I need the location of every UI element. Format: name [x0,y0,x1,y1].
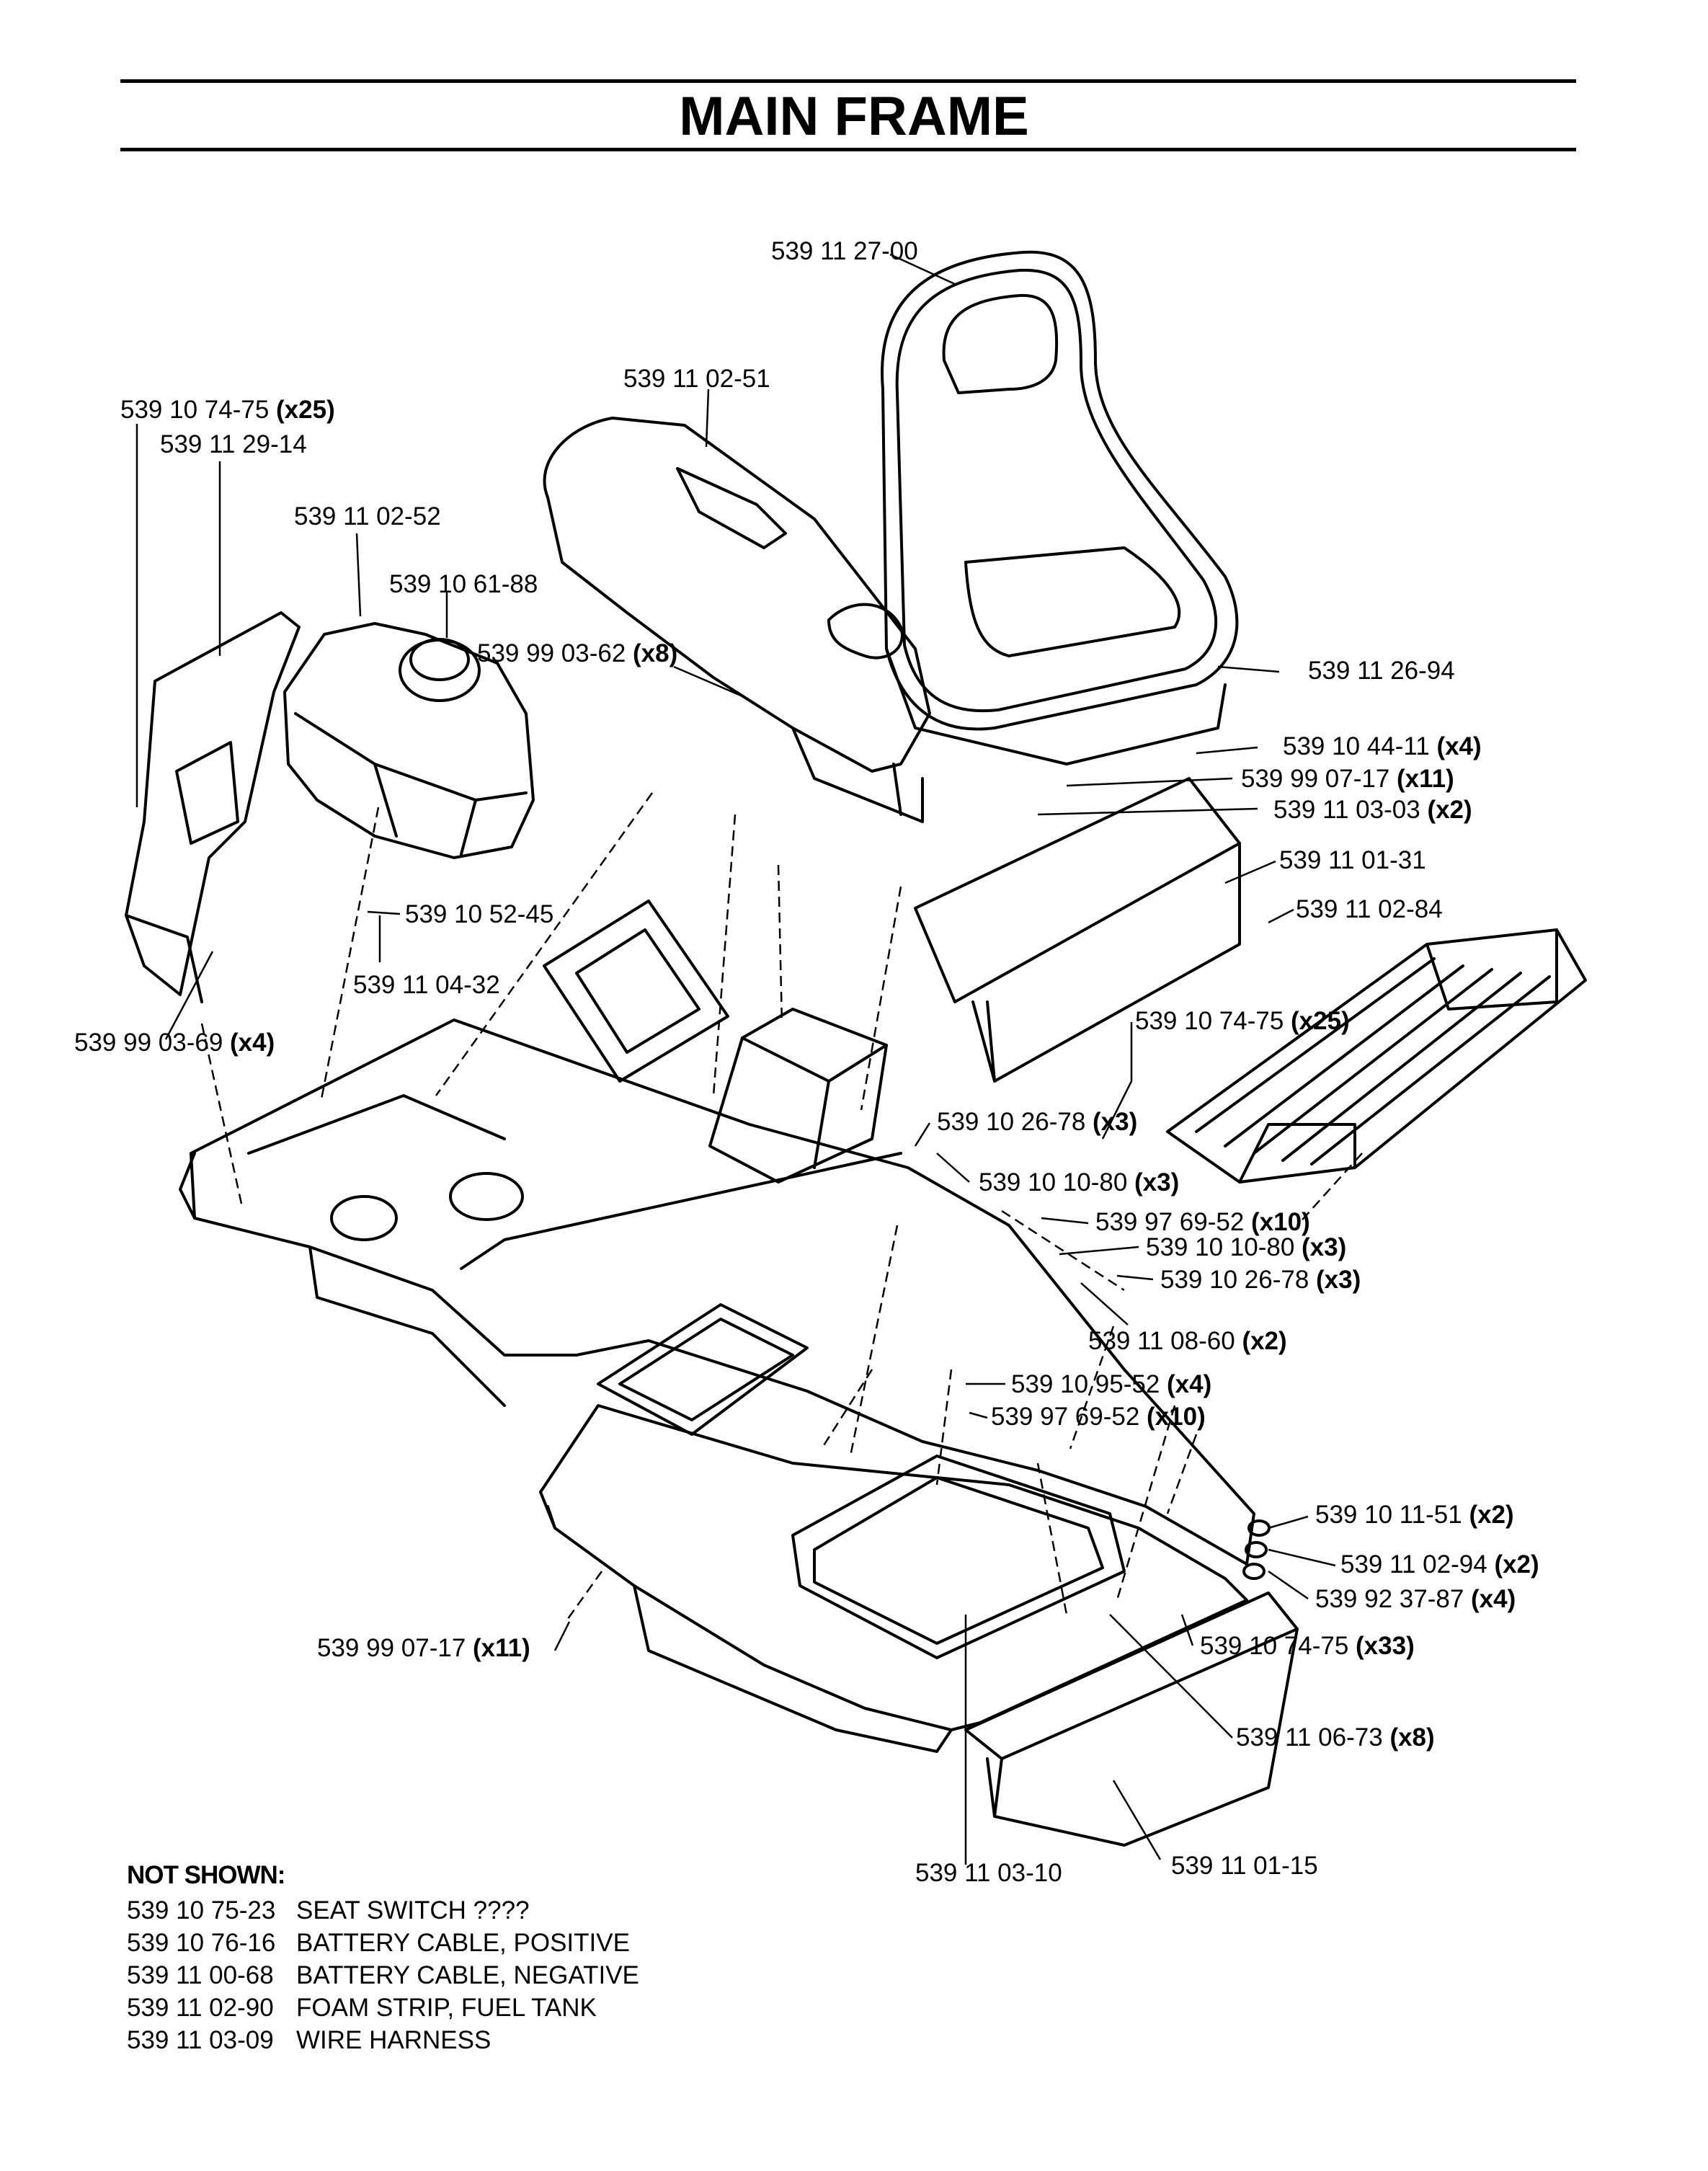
not-shown-item: 539 11 00-68 BATTERY CABLE, NEGATIVE [127,1959,639,1992]
not-shown-part: 539 10 75-23 [127,1896,276,1924]
not-shown-desc: BATTERY CABLE, NEGATIVE [296,1961,639,1989]
callout-rivet-a: 539 97 69-52 (x10) [1095,1208,1310,1236]
page-title: MAIN FRAME [679,86,1029,147]
main-frame-illustration [179,1018,1255,1566]
not-shown-item: 539 10 76-16 BATTERY CABLE, POSITIVE [127,1927,639,1959]
callout-grommet: 539 10 52-45 [405,900,553,928]
callout-main-frame: 539 11 03-10 [915,1859,1062,1887]
callout-fuel-tank: 539 11 02-52 [294,502,441,530]
callout-valve: 539 11 04-32 [353,971,500,999]
not-shown-desc: WIRE HARNESS [296,2026,492,2054]
not-shown-part: 539 10 76-16 [127,1929,276,1957]
callout-fuel-cap: 539 10 61-88 [389,570,538,598]
not-shown-desc: SEAT SWITCH ???? [296,1896,530,1924]
callout-seat-plate: 539 11 01-31 [1279,846,1426,874]
not-shown-part: 539 11 02-90 [127,1994,274,2022]
callout-bolt-b: 539 10 74-75 (x25) [1135,1007,1350,1035]
fuel-tank-illustration [283,622,535,859]
callout-screw-fender: 539 99 03-69 (x4) [74,1029,275,1057]
callout-console: 539 11 02-51 [623,365,770,393]
not-shown-item: 539 11 02-90 FOAM STRIP, FUEL TANK [127,1992,639,2024]
callout-fender-left: 539 11 29-14 [160,430,307,458]
callout-rear-panel: 539 11 01-15 [1171,1852,1318,1880]
callout-spacer-a: 539 10 10-80 (x3) [979,1168,1179,1197]
not-shown-part: 539 11 03-09 [127,2026,274,2054]
title-rule-top [120,79,1576,83]
callout-washer-c: 539 92 37-87 (x4) [1315,1585,1516,1613]
not-shown-item: 539 10 75-23 SEAT SWITCH ???? [127,1894,639,1927]
not-shown-item: 539 11 03-09 WIRE HARNESS [127,2024,639,2056]
callout-switch-b: 539 10 26-78 (x3) [1160,1266,1361,1294]
callout-screw-console: 539 99 03-62 (x8) [477,639,677,667]
not-shown-desc: FOAM STRIP, FUEL TANK [296,1994,597,2022]
callout-nut-b: 539 99 07-17 (x11) [317,1634,530,1662]
callout-nut-a: 539 99 07-17 (x11) [1241,765,1454,793]
console-illustration [543,417,931,823]
callout-seat: 539 11 27-00 [771,237,918,265]
washers-illustration [1242,1519,1271,1580]
callout-seat-bracket: 539 11 26-94 [1308,657,1455,685]
seat-illustration [881,250,1239,765]
callout-washer-a: 539 10 11-51 (x2) [1315,1501,1514,1529]
not-shown-part: 539 11 00-68 [127,1961,274,1989]
callout-spacer-b: 539 10 10-80 (x3) [1146,1233,1346,1261]
callout-plug: 539 11 06-73 (x8) [1236,1723,1435,1752]
assembly-lines [200,792,1363,1622]
battery-illustration [543,900,888,1184]
foot-plate-illustration [1166,928,1587,1184]
rear-panel-illustration [964,1591,1299,1847]
not-shown-heading: NOT SHOWN: [127,1861,285,1889]
callout-bolt-a: 539 10 74-75 (x25) [120,396,335,424]
callout-pin: 539 11 03-03 (x2) [1273,796,1472,824]
not-shown-desc: BATTERY CABLE, POSITIVE [296,1929,630,1957]
seat-plate-illustration [914,777,1241,1083]
callout-washer-b: 539 11 02-94 (x2) [1340,1550,1539,1579]
callout-knob: 539 10 44-11 (x4) [1283,732,1482,760]
callout-bracket: 539 11 08-60 (x2) [1088,1327,1287,1355]
floor-pan-illustration [539,1404,1248,1753]
callout-clip: 539 10 95-52 (x4) [1011,1370,1211,1398]
callout-rivet-b: 539 97 69-52 (x10) [991,1403,1206,1431]
callout-switch-a: 539 10 26-78 (x3) [937,1108,1137,1136]
left-fender-illustration [125,611,301,1003]
leader-lines [135,253,1336,1865]
callout-bolt-c: 539 10 74-75 (x33) [1200,1632,1415,1660]
callout-foot-plate: 539 11 02-84 [1296,895,1443,923]
title-rule-bottom [120,148,1576,151]
